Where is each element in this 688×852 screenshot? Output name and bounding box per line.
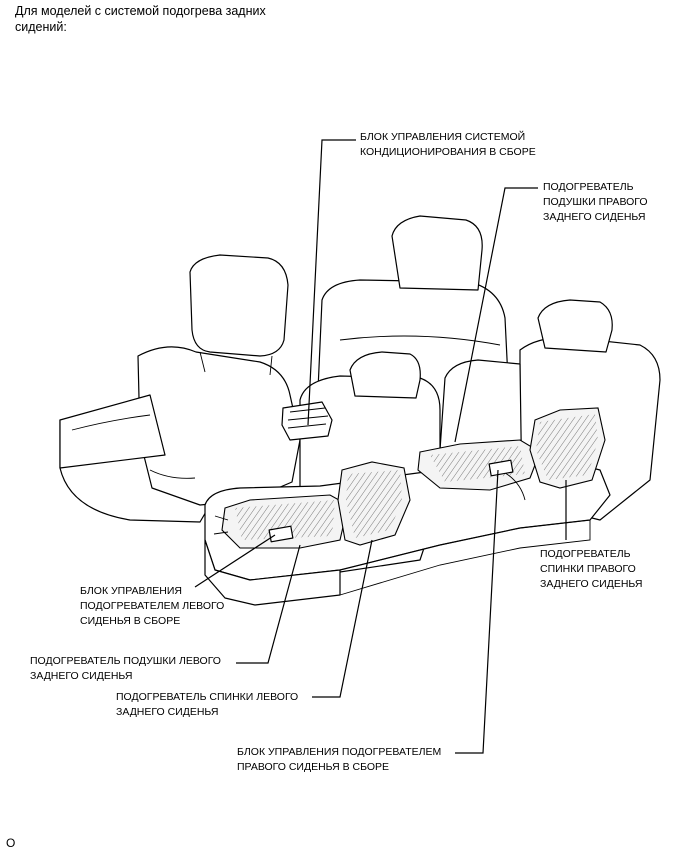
reference-mark: O [6, 836, 16, 850]
left-cushion-heater-pad [213, 494, 353, 549]
left-back-heater-pad [337, 461, 411, 546]
label-left-cushion-heater: ПОДОГРЕВАТЕЛЬ ПОДУШКИ ЛЕВОГО ЗАДНЕГО СИД… [30, 655, 221, 682]
left-seat-heater-control-unit [268, 525, 294, 543]
label-right-cushion-heater: ПОДОГРЕВАТЕЛЬ ПОДУШКИ ПРАВОГО ЗАДНЕГО СИ… [543, 181, 648, 223]
ac-control-unit [281, 401, 333, 441]
leader-left-back-heater [312, 539, 373, 698]
leader-lines [194, 139, 567, 754]
label-right-seat-heater-control: БЛОК УПРАВЛЕНИЯ ПОДОГРЕВАТЕЛЕМ ПРАВОГО С… [237, 746, 442, 773]
label-ac-control-unit: БЛОК УПРАВЛЕНИЯ СИСТЕМОЙ КОНДИЦИОНИРОВАН… [360, 131, 536, 158]
right-back-heater-pad [529, 407, 606, 489]
right-seat-heater-control-unit [488, 459, 514, 477]
label-left-seat-heater-control: БЛОК УПРАВЛЕНИЯ ПОДОГРЕВАТЕЛЕМ ЛЕВОГО СИ… [80, 585, 225, 627]
leader-left-seat-heater-control [194, 534, 276, 588]
leader-right-cushion-heater [454, 187, 538, 443]
section-header: Для моделей с системой подогрева задних … [15, 4, 266, 34]
label-left-back-heater: ПОДОГРЕВАТЕЛЬ СПИНКИ ЛЕВОГО ЗАДНЕГО СИДЕ… [116, 691, 299, 718]
leader-ac-control [307, 139, 356, 426]
leader-left-cushion-heater [236, 544, 301, 664]
front-seat-drawing [59, 254, 301, 523]
leader-right-seat-heater-control [455, 469, 499, 754]
label-right-back-heater: ПОДОГРЕВАТЕЛЬ СПИНКИ ПРАВОГО ЗАДНЕГО СИД… [540, 548, 643, 590]
